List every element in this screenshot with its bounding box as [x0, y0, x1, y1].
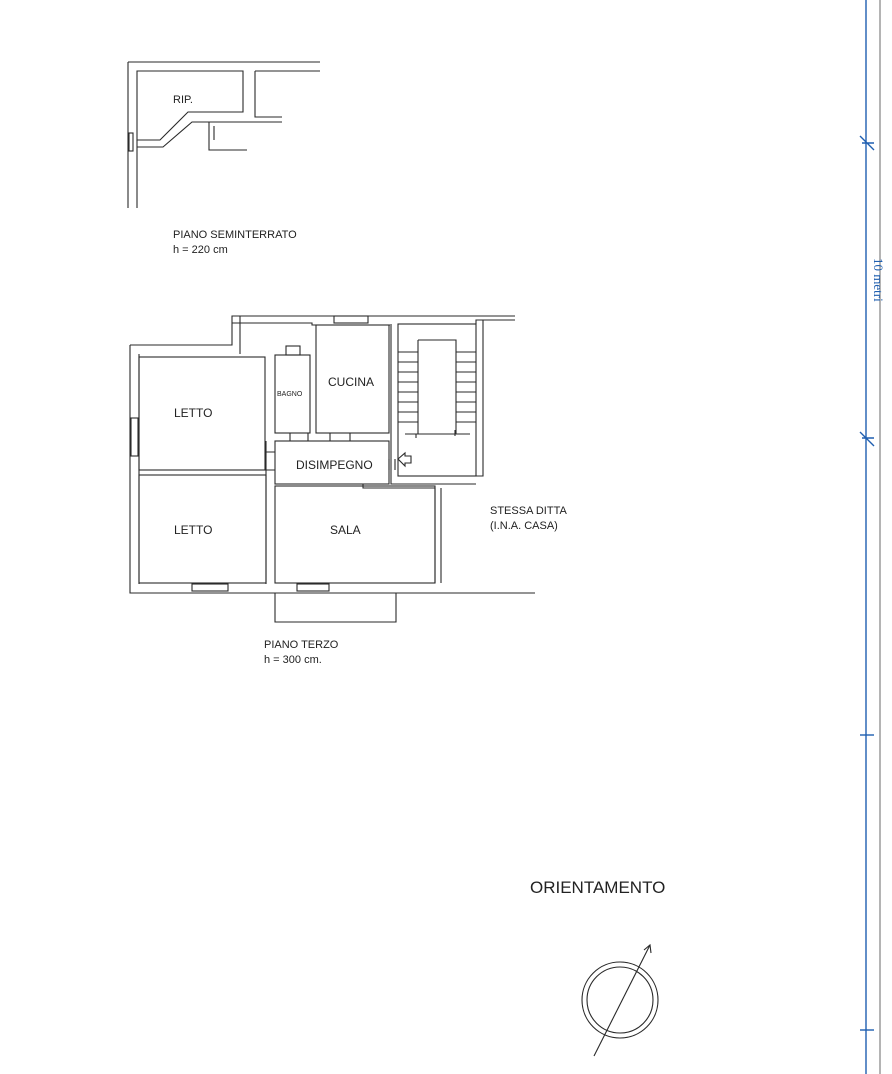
neighbor-label-line1: STESSA DITTA — [490, 505, 567, 517]
room-letto-top — [138, 356, 266, 471]
room-label-bagno: BAGNO — [277, 391, 303, 398]
scale-label: 10 metri — [871, 258, 886, 302]
basement-height: h = 220 cm — [173, 244, 228, 256]
staircase — [397, 323, 477, 477]
room-cucina — [315, 324, 390, 434]
neighbor-label-line2: (I.N.A. CASA) — [490, 520, 558, 532]
room-label-letto-bottom: LETTO — [174, 523, 212, 537]
room-label-rip: RIP. — [173, 94, 193, 106]
basement-title: PIANO SEMINTERRATO — [173, 229, 297, 241]
third-floor-height: h = 300 cm. — [264, 654, 322, 666]
third-floor-title: PIANO TERZO — [264, 639, 339, 651]
scale-bar — [859, 0, 881, 1074]
room-label-disimpegno: DISIMPEGNO — [296, 458, 373, 472]
basement-window — [128, 132, 134, 152]
basement-plan — [127, 61, 320, 208]
entrance-arrow-icon — [397, 451, 412, 468]
orientation-title: ORIENTAMENTO — [530, 878, 665, 897]
room-label-letto-top: LETTO — [174, 406, 212, 420]
compass-icon — [581, 943, 659, 1057]
balcony — [274, 593, 397, 623]
room-label-cucina: CUCINA — [328, 375, 374, 389]
third-floor-plan — [129, 315, 535, 623]
room-label-sala: SALA — [330, 523, 361, 537]
